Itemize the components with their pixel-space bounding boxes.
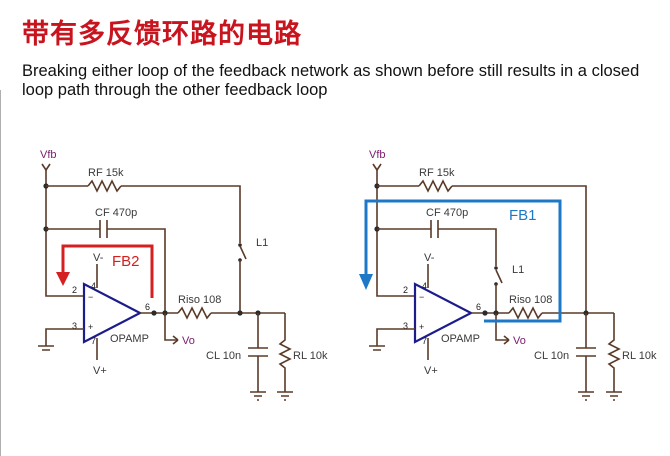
svg-text:−: − — [88, 292, 93, 302]
left-pin4-label: 4 — [91, 281, 96, 291]
right-rl-label: RL 10k — [622, 350, 657, 362]
left-pin7-label: 7 — [91, 336, 96, 346]
left-fb2-label: FB2 — [112, 253, 140, 270]
left-rf-resistor — [87, 179, 122, 193]
body-line-1: Breaking either loop of the feedback net… — [22, 62, 640, 80]
left-cl-ground-icon — [250, 391, 266, 401]
right-cl-label: CL 10n — [534, 350, 569, 362]
right-vfb-label: Vfb — [369, 149, 386, 161]
right-cl-capacitor — [576, 313, 596, 392]
left-rl-resistor — [278, 313, 292, 392]
right-fb1-label: FB1 — [509, 207, 537, 224]
left-pin3-label: 3 — [72, 321, 77, 331]
right-riso-resistor — [508, 306, 543, 320]
left-cf-capacitor — [99, 220, 108, 238]
right-switch-label: L1 — [512, 264, 524, 276]
left-riso-resistor — [177, 306, 212, 320]
right-ground-icon — [369, 345, 385, 351]
left-fb2-arrow-icon — [56, 272, 70, 286]
left-riso-label: Riso 108 — [178, 294, 221, 306]
right-pin2-label: 2 — [403, 285, 408, 295]
left-rl-ground-icon — [277, 391, 293, 401]
left-vfb-terminal-icon — [41, 163, 51, 172]
svg-text:+: + — [419, 322, 424, 332]
left-switch-l1 — [239, 245, 247, 260]
right-riso-label: Riso 108 — [509, 294, 552, 306]
right-inverting-input-wire — [376, 170, 415, 297]
left-inverting-input-wire — [45, 170, 84, 297]
right-cf-label: CF 470p — [426, 207, 468, 219]
right-pin6-label: 6 — [476, 302, 481, 312]
svg-text:+: + — [88, 322, 93, 332]
left-rl-label: RL 10k — [293, 350, 328, 362]
body-line-2: loop path through the other feedback loo… — [22, 81, 328, 99]
right-vminus-label: V- — [424, 252, 435, 264]
left-vfb-label: Vfb — [40, 149, 57, 161]
right-rl-resistor — [607, 313, 621, 392]
right-rf-label: RF 15k — [419, 167, 455, 179]
right-cl-ground-icon — [578, 391, 594, 401]
left-vplus-label: V+ — [93, 365, 107, 377]
left-cl-label: CL 10n — [206, 350, 241, 362]
left-pin6-label: 6 — [145, 302, 150, 312]
right-switch-l1 — [495, 269, 503, 284]
right-fb1-arrow-icon — [359, 274, 373, 290]
right-fb1-loop-path — [364, 199, 562, 323]
right-vo-label: Vo — [513, 335, 526, 347]
left-vminus-label: V- — [93, 252, 104, 264]
slide-title: 带有多反馈环路的电路 — [22, 19, 302, 50]
left-circuit: Vfb RF 15k CF 470p L1 − + 2 3 4 7 6 V- — [38, 149, 328, 401]
left-cf-label: CF 470p — [95, 207, 137, 219]
right-circuit: Vfb RF 15k CF 470p L1 − + 2 3 4 7 6 V- V… — [359, 149, 657, 401]
right-rf-resistor — [418, 179, 453, 193]
right-cf-capacitor — [430, 220, 439, 238]
slide-body-text: Breaking either loop of the feedback net… — [22, 62, 662, 100]
left-opamp-triangle — [82, 282, 143, 344]
right-opamp-triangle — [413, 282, 474, 344]
right-opamp-label: OPAMP — [441, 333, 480, 345]
left-fb2-loop-path — [61, 244, 154, 298]
right-rl-ground-icon — [606, 391, 622, 401]
right-vplus-label: V+ — [424, 365, 438, 377]
svg-text:−: − — [419, 292, 424, 302]
left-vo-label: Vo — [182, 335, 195, 347]
left-ground-icon — [38, 345, 54, 351]
right-vfb-terminal-icon — [372, 163, 382, 172]
left-opamp-label: OPAMP — [110, 333, 149, 345]
left-rf-label: RF 15k — [88, 167, 124, 179]
right-pin3-label: 3 — [403, 321, 408, 331]
left-cl-capacitor — [248, 313, 268, 392]
left-switch-label: L1 — [256, 237, 268, 249]
left-pin2-label: 2 — [72, 285, 77, 295]
right-pin7-label: 7 — [422, 336, 427, 346]
right-pin4-label: 4 — [422, 281, 427, 291]
